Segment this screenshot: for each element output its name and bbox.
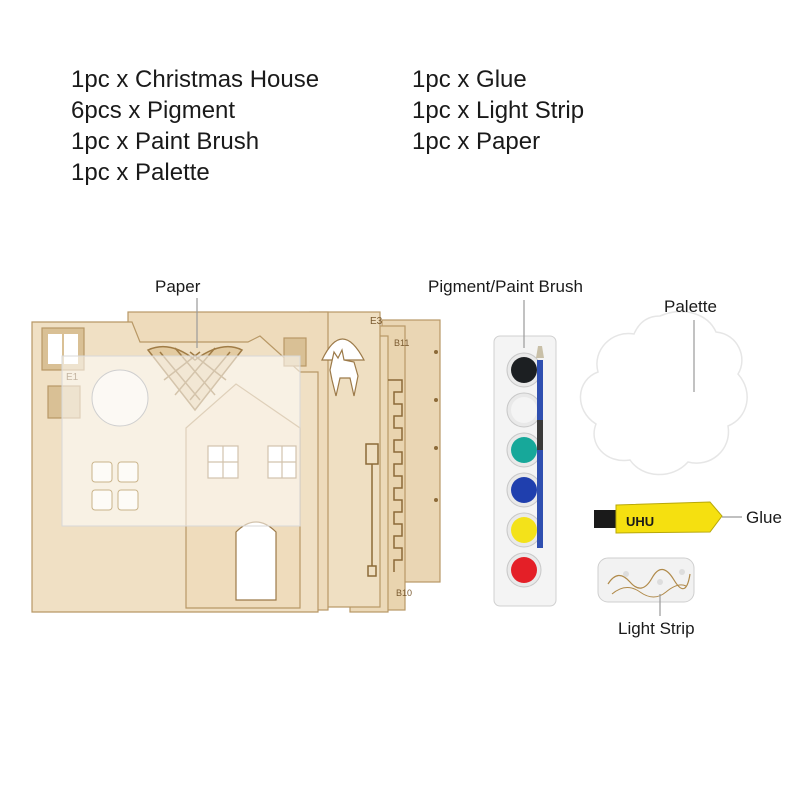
list-item-paint-brush: 1pc x Paint Brush xyxy=(71,128,260,155)
pigment-color xyxy=(511,557,537,583)
pigment-color xyxy=(511,357,537,383)
pigment-color xyxy=(511,397,537,423)
callout-glue: Glue xyxy=(746,508,782,527)
callout-light-strip: Light Strip xyxy=(618,619,695,638)
callout-palette: Palette xyxy=(664,297,717,316)
callout-paper: Paper xyxy=(155,277,201,296)
panel-code-b10: B10 xyxy=(396,588,412,598)
pigment-color xyxy=(511,437,537,463)
house-door xyxy=(235,521,277,601)
list-item-glue: 1pc x Glue xyxy=(412,66,527,93)
callout-pigment-brush: Pigment/Paint Brush xyxy=(428,277,583,296)
glue-brand-label: UHU xyxy=(626,514,654,529)
list-item-christmas-house: 1pc x Christmas House xyxy=(71,66,320,93)
list-item-light-strip: 1pc x Light Strip xyxy=(412,97,585,124)
panel-code-b11: B11 xyxy=(394,338,409,348)
pigment-color xyxy=(511,517,537,543)
light-strip-bag xyxy=(597,557,695,603)
palette xyxy=(579,310,748,476)
pigment-color xyxy=(511,477,537,503)
list-item-paper: 1pc x Paper xyxy=(412,128,541,155)
list-item-pigment: 6pcs x Pigment xyxy=(71,97,236,124)
pigment-strip xyxy=(493,335,557,607)
glue-tube: UHU xyxy=(594,501,723,534)
contents-list-left: 1pc x Christmas House 6pcs x Pigment 1pc… xyxy=(71,64,319,188)
contents-list-right: 1pc x Glue 1pc x Light Strip 1pc x Paper xyxy=(412,64,584,157)
panel-code-e3: E3 xyxy=(370,316,383,327)
reindeer-cutout xyxy=(329,348,359,397)
list-item-palette: 1pc x Palette xyxy=(71,159,210,186)
paint-brush xyxy=(536,346,544,548)
crenellated-edge xyxy=(388,379,403,572)
lamp-post xyxy=(365,443,379,577)
arched-window xyxy=(321,338,365,361)
paper-sheet xyxy=(61,355,301,527)
